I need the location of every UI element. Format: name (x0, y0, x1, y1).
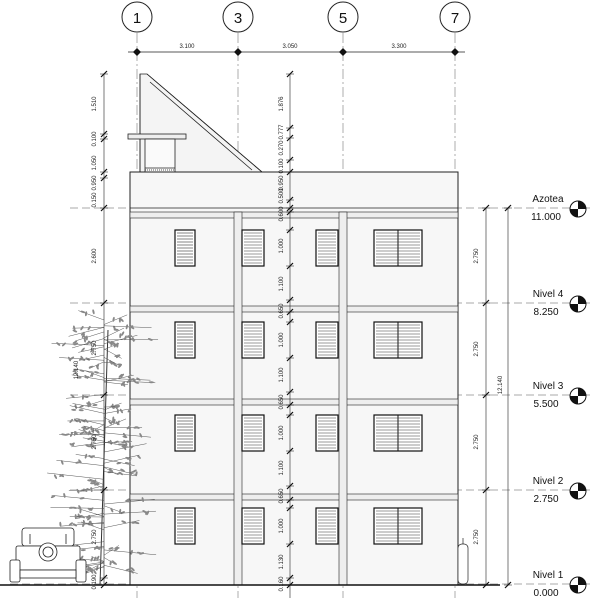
left-dim-6: 2.600 (92, 248, 98, 264)
level-marker: Nivel 4 8.250 (533, 289, 587, 318)
left-dim-2: 1.050 (92, 155, 98, 171)
left-dim-5: 0.950 (92, 175, 98, 191)
level-symbol-icon (569, 576, 587, 594)
level-name: Nivel 1 (533, 570, 564, 581)
left-dim-3: 0.100 (92, 131, 98, 147)
level-value: 11.000 (531, 212, 561, 223)
center-dim-c2: 0.270 (279, 140, 285, 156)
grid-markers: 1 3 5 7 (121, 1, 471, 33)
level-symbol-icon (569, 387, 587, 405)
center-dim-c7: 0.600 (279, 206, 285, 222)
center-dim-c5: 0.950 (279, 175, 285, 191)
level-value: 0.000 (533, 588, 558, 599)
level-symbol-icon (569, 200, 587, 218)
center-dim-c8: 1.000 (279, 238, 285, 254)
window-small-a (174, 414, 196, 452)
center-dim-c10: 0.650 (279, 303, 285, 319)
left-dim-1: 1.510 (92, 96, 98, 112)
top-dim-1: 3.100 (179, 44, 195, 50)
rooftop-structure (127, 73, 264, 173)
grid-marker-1: 1 (121, 1, 153, 33)
grid-marker-5: 5 (327, 1, 359, 33)
center-dim-c15: 1.100 (279, 460, 285, 476)
window-large (373, 507, 423, 545)
level-marker: Nivel 3 5.500 (533, 381, 587, 410)
center-dim-c1: 1.876 (279, 96, 285, 112)
window-small-c (315, 229, 339, 267)
water-heater (457, 538, 469, 585)
window-small-c (315, 414, 339, 452)
right-dim-4: 2.750 (474, 529, 480, 545)
window-small-a (174, 229, 196, 267)
jeep-vehicle (9, 527, 87, 583)
level-symbol-icon (569, 295, 587, 313)
level-name: Nivel 2 (533, 476, 564, 487)
left-dim-11: 0.190 (92, 574, 98, 590)
center-dim-c9: 1.100 (279, 276, 285, 292)
level-value: 2.750 (533, 494, 558, 505)
center-dim-c12: 1.100 (279, 367, 285, 383)
top-dimension: 3.100 3.050 3.300 (128, 44, 465, 56)
top-dim-3: 3.300 (391, 44, 407, 50)
center-dim-c6: 0.500 (279, 188, 285, 204)
grid-label-3: 3 (234, 10, 242, 27)
center-dim-c3: 0.777 (279, 124, 285, 140)
grid-marker-7: 7 (439, 1, 471, 33)
grid-label-7: 7 (451, 10, 459, 27)
center-dim-c4: 0.100 (279, 158, 285, 174)
level-marker: Azotea 11.000 (531, 194, 587, 223)
center-dim-c14: 1.000 (279, 425, 285, 441)
center-dim-c13: 0.650 (279, 394, 285, 410)
right-dim-2: 2.750 (474, 341, 480, 357)
left-dim-7: 2.750 (92, 340, 98, 356)
window-small-a (174, 321, 196, 359)
left-dim-4: 0.150 (92, 192, 98, 208)
window-small-b (241, 229, 265, 267)
left-dim-10: 2.750 (92, 529, 98, 545)
level-value: 5.500 (533, 399, 558, 410)
center-dim-c11: 1.000 (279, 332, 285, 348)
window-small-b (241, 321, 265, 359)
grid-label-5: 5 (339, 10, 347, 27)
window-small-c (315, 507, 339, 545)
level-marker: Nivel 2 2.750 (533, 476, 587, 505)
window-large (373, 229, 423, 267)
level-name: Azotea (532, 194, 564, 205)
level-symbol-icon (569, 482, 587, 500)
right-dim-1: 2.750 (474, 248, 480, 264)
left-dim-9: 2.750 (92, 434, 98, 450)
center-dim-c16: 0.650 (279, 488, 285, 504)
window-small-c (315, 321, 339, 359)
tree (47, 309, 159, 586)
level-marker: Nivel 1 0.000 (533, 570, 587, 599)
right-dimensions: 2.750 2.750 2.750 2.750 12.140 (474, 204, 512, 589)
windows (174, 229, 423, 545)
window-small-b (241, 414, 265, 452)
right-dim-total: 12.140 (498, 375, 504, 394)
window-small-b (241, 507, 265, 545)
right-dim-3: 2.750 (474, 434, 480, 450)
window-small-a (174, 507, 196, 545)
window-large (373, 321, 423, 359)
grid-marker-3: 3 (222, 1, 254, 33)
center-dim-c19: 0.160 (279, 576, 285, 592)
grid-label-1: 1 (133, 10, 141, 27)
center-dim-c18: 1.130 (279, 554, 285, 570)
level-name: Nivel 3 (533, 381, 564, 392)
window-large (373, 414, 423, 452)
level-value: 8.250 (533, 307, 558, 318)
left-dim-8: 12.140 (74, 360, 80, 379)
level-name: Nivel 4 (533, 289, 564, 300)
center-dim-c17: 1.000 (279, 518, 285, 534)
top-dim-2: 3.050 (282, 44, 298, 50)
